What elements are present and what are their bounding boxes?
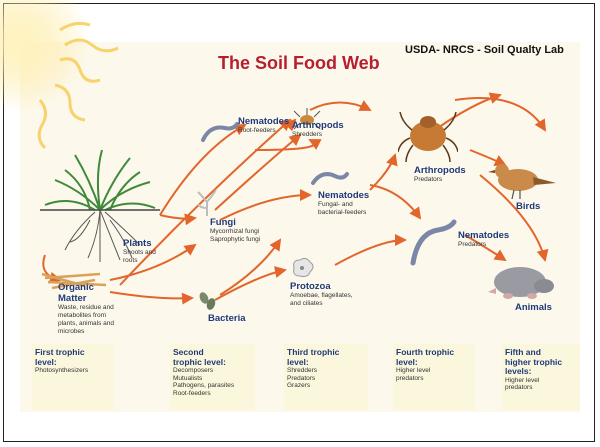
level-sub: Grazers — [287, 382, 365, 390]
node-sub: Amoebae, flagellates, — [290, 292, 353, 300]
nematode-predator-icon — [408, 218, 458, 268]
node-fungi: Fungi Mycorrhizal fungi Saprophytic fung… — [210, 217, 260, 244]
arrow-bacteria-to-protozoa — [215, 270, 285, 300]
node-name: Protozoa — [290, 281, 353, 292]
mite-icon — [398, 108, 458, 163]
node-arthropods-shredders: Arthropods Shredders — [292, 120, 344, 139]
node-nematodes-root-feeders: Nematodes Root-feeders — [238, 116, 289, 135]
node-sub: Predators — [458, 241, 509, 249]
protozoa-icon — [290, 256, 316, 280]
node-sub: microbes — [58, 328, 114, 336]
node-nematodes-fungal-feeders: Nematodes Fungal- and bacterial-feeders — [318, 190, 369, 217]
trophic-level-5: Fifth and higher trophic levels: Higher … — [502, 344, 580, 410]
mole-icon — [488, 262, 558, 300]
node-sub: Root-feeders — [238, 127, 289, 135]
node-name: Arthropods — [414, 165, 466, 176]
node-organic-matter: Organic Matter Waste, residue and metabo… — [58, 282, 114, 336]
node-nematodes-predators: Nematodes Predators — [458, 230, 509, 249]
node-sub: Shoots and — [123, 249, 156, 257]
node-name: Arthropods — [292, 120, 344, 131]
node-name: Nematodes — [238, 116, 289, 127]
bird-icon — [488, 155, 558, 200]
node-sub: metabolites from — [58, 312, 114, 320]
node-sub: Shredders — [292, 131, 344, 139]
trophic-level-4: Fourth trophic level: Higher level preda… — [393, 344, 475, 410]
arrow-plants-to-fungi — [160, 215, 195, 219]
trophic-level-3: Third trophic level: Shredders Predators… — [284, 344, 368, 410]
node-sub: Waste, residue and — [58, 304, 114, 312]
level-title: levels: — [505, 367, 577, 377]
node-name: Nematodes — [458, 230, 509, 241]
level-sub: predators — [396, 375, 472, 383]
level-sub: Pathogens, parasites — [173, 382, 252, 390]
node-sub: Mycorrhizal fungi — [210, 228, 260, 236]
level-sub: predators — [505, 384, 577, 392]
node-sub: Saprophytic fungi — [210, 236, 260, 244]
level-sub: Higher level — [505, 377, 577, 385]
level-title: level: — [287, 358, 365, 368]
level-sub: Shredders — [287, 367, 365, 375]
node-plants: Plants Shoots and roots — [123, 238, 156, 265]
nematode-icon — [200, 120, 240, 145]
trophic-level-2: Second trophic level: Decomposers Mutual… — [170, 344, 255, 410]
arrow-fungi-to-arthropods — [215, 135, 300, 210]
level-title: level: — [396, 358, 472, 368]
arrow-arthropods-to-birds — [455, 98, 545, 130]
level-sub: Photosynthesizers — [35, 367, 111, 375]
node-sub: plants, animals and — [58, 320, 114, 328]
level-title: trophic level: — [173, 358, 252, 368]
arrow-bacteria-to-nematodes-fungal — [220, 240, 280, 295]
arrow-organic-to-bacteria — [110, 292, 192, 298]
node-sub: and ciliates — [290, 300, 353, 308]
level-sub: Higher level — [396, 367, 472, 375]
arrow-nematodes-fungal-to-nematodes-pred — [370, 185, 420, 218]
node-name: Fungi — [210, 217, 260, 228]
node-birds: Birds — [516, 201, 540, 212]
level-sub: Root-feeders — [173, 390, 252, 398]
arrow-protozoa-to-nematodes-pred — [335, 240, 405, 265]
node-sub: bacterial-feeders — [318, 209, 369, 217]
node-name: Organic Matter — [58, 282, 106, 304]
node-sub: Fungal- and — [318, 201, 369, 209]
arrow-nematodes-root-up — [255, 140, 314, 150]
node-name: Bacteria — [208, 313, 246, 324]
trophic-level-1: First trophic level: Photosynthesizers — [32, 344, 114, 410]
node-sub: roots — [123, 257, 156, 265]
node-name: Plants — [123, 238, 156, 249]
arrow-nematodes-fungal-to-arthropods-pred — [370, 155, 395, 190]
level-sub: Predators — [287, 375, 365, 383]
nematode-fungal-icon — [310, 168, 350, 188]
node-name: Animals — [515, 302, 552, 313]
node-name: Birds — [516, 201, 540, 212]
level-title: level: — [35, 358, 111, 368]
bacteria-icon — [196, 290, 218, 312]
level-sub: Decomposers — [173, 367, 252, 375]
level-sub: Mutualists — [173, 375, 252, 383]
node-arthropods-predators: Arthropods Predators — [414, 165, 466, 184]
node-sub: Predators — [414, 176, 466, 184]
fungi-icon — [196, 188, 218, 218]
node-name: Nematodes — [318, 190, 369, 201]
node-bacteria: Bacteria — [208, 313, 246, 324]
node-protozoa: Protozoa Amoebae, flagellates, and cilia… — [290, 281, 353, 308]
node-animals: Animals — [515, 302, 552, 313]
